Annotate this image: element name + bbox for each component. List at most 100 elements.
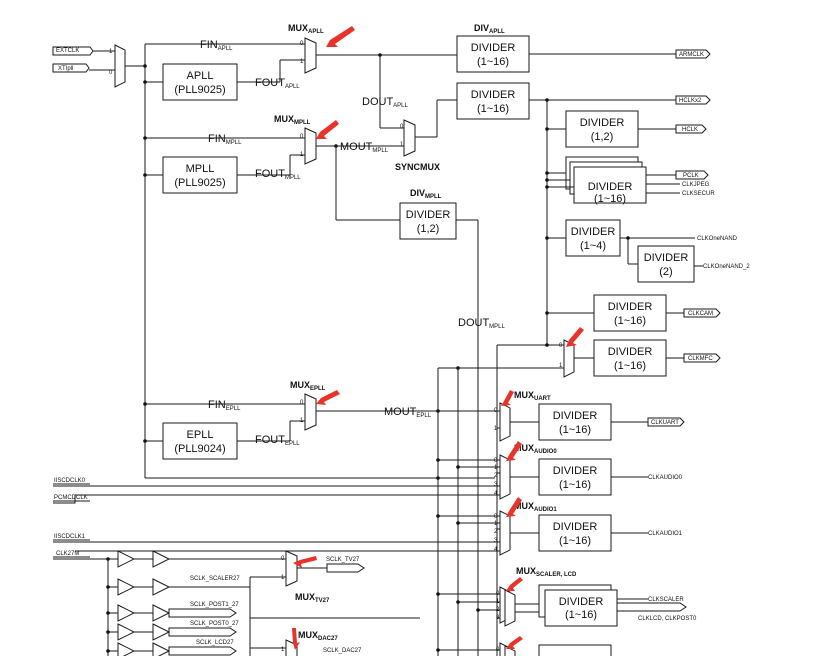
svg-text:0: 0 [494,514,498,520]
svg-text:SCLK_LCD27: SCLK_LCD27 [196,640,234,646]
svg-text:DIVIDER: DIVIDER [571,226,616,238]
svg-text:DIVIDER: DIVIDER [608,346,653,358]
svg-text:1: 1 [494,465,498,471]
mux-tv27: 0 1 MUXTV27 [281,550,330,604]
svg-text:0: 0 [400,124,404,130]
svg-text:PCLK: PCLK [683,173,699,179]
svg-text:(PLL9025): (PLL9025) [174,177,225,189]
svg-text:MUXAUDIO0: MUXAUDIO0 [514,443,557,455]
svg-text:FOUTEPLL: FOUTEPLL [255,434,300,447]
svg-text:MUXDAC27: MUXDAC27 [298,630,338,642]
svg-text:(PLL9024): (PLL9024) [174,443,225,455]
divider-audio1: DIVIDER (1~16) [538,514,612,552]
svg-text:CLKCAM: CLKCAM [688,311,713,317]
svg-text:FINAPLL: FINAPLL [200,39,233,52]
pointer-arrow-icon [326,26,355,47]
svg-text:(1~16): (1~16) [477,56,509,68]
svg-text:EPLL: EPLL [187,429,214,441]
svg-text:XTIpll: XTIpll [58,66,73,72]
svg-text:DIVIDER: DIVIDER [608,301,653,313]
pointer-arrow-icon [506,497,522,517]
svg-text:MPLL: MPLL [186,163,215,175]
svg-text:4: 4 [494,491,498,497]
svg-text:FINEPLL: FINEPLL [208,399,241,412]
buffer-chain-scaler: SCLK_SCALER27 [106,576,250,596]
svg-text:1: 1 [494,521,498,527]
mux-epll: 0 1 MUXEPLL [290,380,326,431]
pointer-arrow-icon [506,636,523,649]
div-mpll-label: DIVMPLL [410,188,442,200]
svg-text:0: 0 [494,408,498,414]
svg-text:DIVIDER: DIVIDER [588,181,633,193]
svg-text:CLK27M: CLK27M [56,551,79,557]
divider-cam: DIVIDER (1~16) [593,294,667,332]
pointer-arrow-icon [501,390,514,406]
mux-audio1: 0 1 2 3 4 MUXAUDIO1 [494,501,557,556]
syncmux: 0 1 SYNCMUX [395,119,440,172]
pointer-arrow-icon [292,628,300,650]
buffer-chain-lcd: SCLK_LCD27 [106,640,237,656]
svg-text:1: 1 [300,152,304,158]
svg-text:DIVIDER: DIVIDER [553,521,598,533]
svg-text:CLKUART: CLKUART [651,420,679,426]
pointer-arrow-icon [506,441,522,461]
svg-text:DIVIDER: DIVIDER [553,465,598,477]
divider-onenand2: DIVIDER (2) [637,245,695,283]
svg-text:SCLK_SCALER27: SCLK_SCALER27 [190,576,240,582]
divider-mfc: DIVIDER (1~16) [593,339,667,377]
buffer-chain-post1: SCLK_POST1_27 [106,602,239,622]
svg-text:(1~16): (1~16) [614,360,646,372]
output-clkmfc: CLKMFC [683,353,721,363]
output-clkuart: CLKUART [647,417,685,427]
divider-hclkx2: DIVIDER (1~16) [456,82,530,120]
svg-text:DIVAPLL: DIVAPLL [474,23,505,35]
output-hclk: HCLK [675,124,707,134]
divider-bottom-partial [538,644,612,656]
output-clkonenand2: CLKOneNAND_2 [703,264,750,270]
input-clk27m: CLK27M [53,551,108,560]
svg-text:1: 1 [494,426,498,432]
output-sclk-dac27: SCLK_DAC27 [323,648,362,654]
svg-text:0: 0 [281,556,285,562]
svg-text:APLL: APLL [187,70,214,82]
input-xtipll: XTIpll [52,63,115,73]
output-clkcam: CLKCAM [683,308,721,318]
svg-text:ARMCLK: ARMCLK [679,52,704,58]
svg-text:(2): (2) [659,266,672,278]
output-clklcd-post0: CLKLCD, CLKPOST0 [638,616,697,622]
output-clkonenand: CLKOneNAND [697,236,738,242]
svg-text:DIVIDER: DIVIDER [471,89,516,101]
input-pcmcdclk: PCMCDCLK [53,495,90,504]
svg-text:0: 0 [559,343,563,349]
divider-mpll: DIVIDER (1,2) [399,202,457,240]
output-armclk: ARMCLK [675,49,711,59]
svg-text:(1~4): (1~4) [580,240,606,252]
svg-text:(PLL9025): (PLL9025) [174,84,225,96]
svg-text:MOUTMPLL: MOUTMPLL [340,141,389,154]
svg-text:FOUTMPLL: FOUTMPLL [255,168,301,181]
output-clkaudio1: CLKAUDIO1 [648,531,683,537]
svg-text:HCLK: HCLK [682,127,698,133]
divider-hclk: DIVIDER (1,2) [565,110,639,148]
svg-text:0: 0 [494,458,498,464]
svg-text:CLKSCALER: CLKSCALER [648,597,684,603]
svg-text:0: 0 [300,41,304,47]
svg-text:DIVIDER: DIVIDER [471,42,516,54]
output-clkaudio0: CLKAUDIO0 [648,475,683,481]
svg-text:MUXTV27: MUXTV27 [295,592,330,604]
input-osc-mux: 1 0 [109,44,126,88]
svg-text:1: 1 [400,142,404,148]
output-clkscaler: CLKSCALER [616,597,687,612]
pointer-arrow-icon [566,327,584,347]
svg-text:PCMCDCLK: PCMCDCLK [54,495,88,501]
svg-text:(1~16): (1~16) [559,479,591,491]
svg-text:MUXEPLL: MUXEPLL [290,380,326,392]
svg-text:MOUTEPLL: MOUTEPLL [384,406,432,419]
divider-audio0: DIVIDER (1~16) [538,458,612,496]
svg-text:MUXAPLL: MUXAPLL [288,23,324,35]
mux-apll: 0 1 MUXAPLL [288,23,324,74]
svg-text:DIVIDER: DIVIDER [406,209,451,221]
svg-text:1: 1 [281,647,285,653]
svg-text:1: 1 [559,363,563,369]
mux-mpll: 0 1 MUXMPLL [274,114,317,165]
